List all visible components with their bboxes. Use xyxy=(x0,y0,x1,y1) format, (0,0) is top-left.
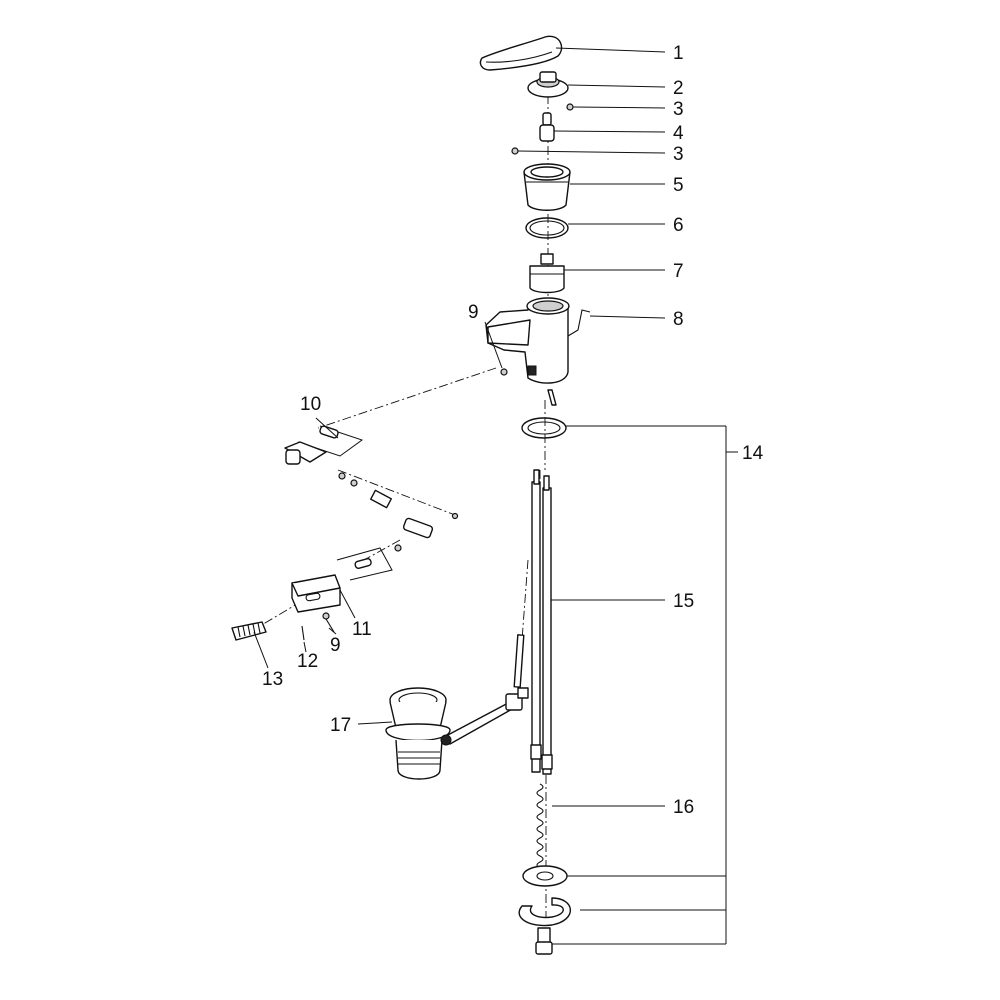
horseshoe-washer-part xyxy=(518,897,571,927)
aerator-insert-part xyxy=(231,621,267,641)
callout-11: 11 xyxy=(352,619,372,640)
callout-3: 3 xyxy=(673,99,684,120)
callout-2: 2 xyxy=(673,78,684,99)
callout-16: 16 xyxy=(673,797,694,818)
callout-6: 6 xyxy=(673,215,684,236)
callout-1: 1 xyxy=(673,43,684,64)
leader-lines xyxy=(253,47,738,945)
threaded-rod-part xyxy=(536,783,544,875)
callout-14: 14 xyxy=(742,443,764,464)
callout-7: 7 xyxy=(673,261,684,282)
callout-13: 13 xyxy=(262,669,283,690)
aerator-group-part xyxy=(284,425,459,581)
spout-insert-part xyxy=(291,574,341,613)
callout-8: 8 xyxy=(673,309,684,330)
callout-3: 3 xyxy=(673,144,684,165)
mounting-ring-part xyxy=(521,417,567,439)
callout-12: 12 xyxy=(297,651,318,672)
washer-part xyxy=(522,865,568,887)
callout-17: 17 xyxy=(330,715,351,736)
callout-labels: 1 2 3 4 3 5 6 7 8 9 10 14 15 11 9 12 13 … xyxy=(262,43,764,818)
flexible-hoses-part xyxy=(530,469,553,775)
fixing-nut-part xyxy=(535,927,553,955)
o-ring-part xyxy=(525,217,569,239)
pop-up-waste-part xyxy=(385,634,529,780)
callout-10: 10 xyxy=(300,394,321,415)
callout-9: 9 xyxy=(330,635,341,656)
assembly-axes xyxy=(249,95,549,940)
callout-4: 4 xyxy=(673,123,684,144)
screw-part xyxy=(301,612,335,641)
callout-5: 5 xyxy=(673,175,684,196)
callout-15: 15 xyxy=(673,591,694,612)
cover-sleeve-part xyxy=(523,163,571,211)
cartridge-part xyxy=(529,253,565,294)
lever-handle-part xyxy=(479,35,563,71)
adapter-part xyxy=(539,112,555,142)
mixer-body-part xyxy=(485,297,591,406)
handle-base-part xyxy=(527,71,569,98)
callout-9: 9 xyxy=(468,302,479,323)
